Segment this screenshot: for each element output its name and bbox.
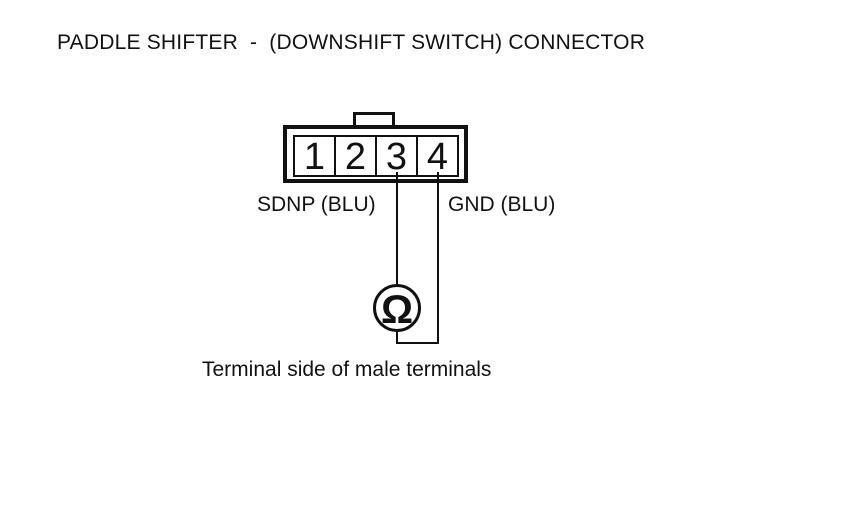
- terminal-cell-4: 4: [418, 135, 457, 178]
- pin3-signal-label: SDNP (BLU): [257, 193, 376, 216]
- wire-terminal4: [437, 172, 439, 344]
- terminal-cell-2: 2: [336, 135, 377, 178]
- terminal-number-1: 1: [303, 135, 326, 178]
- diagram-caption: Terminal side of male terminals: [202, 358, 492, 381]
- terminal-number-3: 3: [385, 135, 408, 178]
- wire-meter-drop: [396, 330, 398, 344]
- terminal-cell-1: 1: [295, 135, 336, 178]
- terminal-row: 1 2 3 4: [293, 135, 459, 177]
- wire-terminal3: [396, 172, 398, 284]
- terminal-cell-3: 3: [377, 135, 418, 178]
- terminal-number-4: 4: [426, 135, 449, 178]
- connector-tab: [353, 112, 395, 128]
- ohmmeter-icon: Ω: [373, 284, 421, 332]
- ohm-symbol: Ω: [380, 287, 414, 332]
- wire-loop-bottom: [396, 342, 439, 344]
- diagram-title: PADDLE SHIFTER - (DOWNSHIFT SWITCH) CONN…: [57, 31, 646, 54]
- terminal-number-2: 2: [344, 135, 367, 178]
- pin4-signal-label: GND (BLU): [448, 193, 556, 216]
